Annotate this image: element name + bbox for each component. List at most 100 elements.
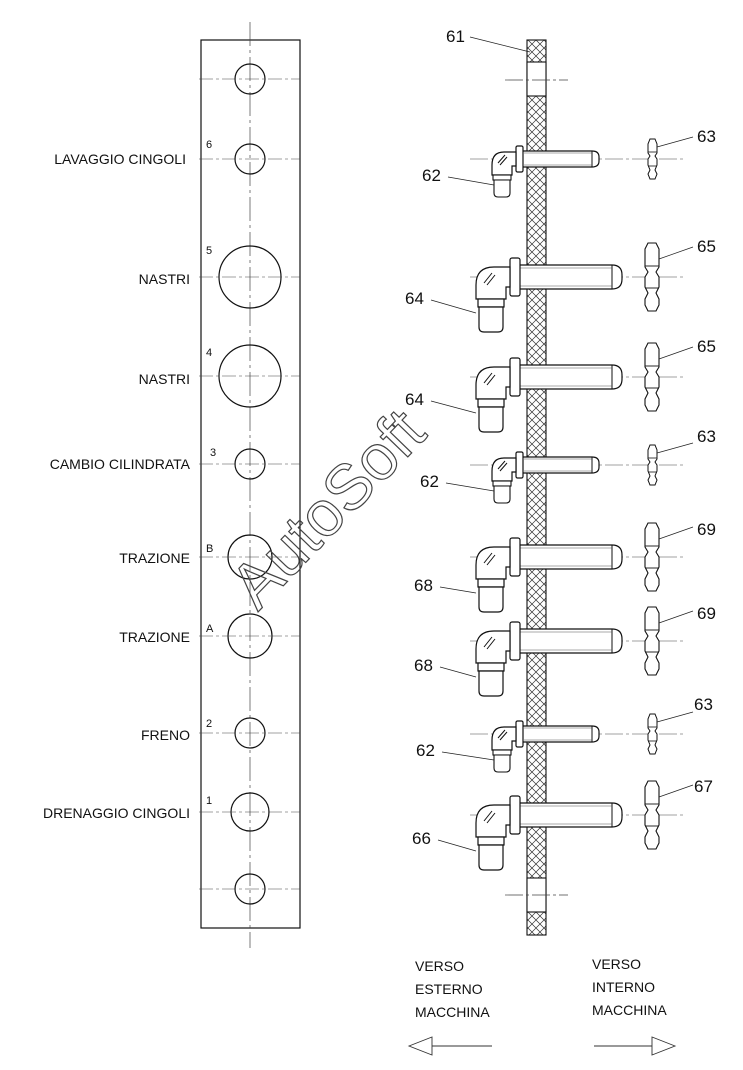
elbow-body (491, 726, 517, 751)
nut-leader (658, 784, 694, 798)
lock-nut (644, 606, 660, 676)
outlet-tube (493, 485, 511, 504)
hole-number: 2 (206, 718, 212, 730)
fitting-leader (430, 299, 477, 314)
elbow-body (491, 457, 517, 482)
fitting-thread (520, 456, 600, 474)
fitting-thread (520, 150, 600, 168)
fitting-thread (516, 628, 623, 654)
fitting-ref: 68 (414, 576, 433, 595)
outlet-ring (477, 662, 505, 672)
lock-nut (647, 444, 658, 486)
outlet-ring (492, 749, 512, 756)
outlet-tube (493, 754, 511, 773)
fitting-ref: 62 (422, 166, 441, 185)
elbow-body (475, 546, 511, 580)
hole-number: 1 (206, 795, 212, 807)
fitting-collar (515, 720, 524, 748)
hole-number: B (206, 543, 213, 555)
elbow-body (475, 266, 511, 300)
hole-number: 3 (210, 447, 216, 459)
outlet-tube (478, 306, 504, 333)
nut-leader (658, 246, 694, 260)
lock-nut (644, 780, 660, 850)
elbow-fitting (439, 522, 694, 613)
fitting-leader (430, 400, 477, 414)
nut-leader (656, 711, 694, 723)
elbow-hex-detail (497, 460, 508, 472)
elbow-fitting (430, 242, 694, 333)
outlet-tube (493, 179, 511, 198)
direction-inside-line1: VERSO (592, 956, 641, 972)
elbow-fitting (437, 780, 694, 871)
elbow-hex-detail (483, 636, 496, 650)
nut-leader (656, 442, 694, 454)
fitting-collar (515, 451, 524, 479)
fitting-ref: 62 (420, 472, 439, 491)
elbow-body (475, 630, 511, 664)
arrow-right-icon (594, 1036, 677, 1056)
hole-number: 5 (206, 245, 212, 257)
outlet-tube (478, 586, 504, 613)
fitting-ref: 64 (405, 289, 424, 308)
fitting-ref: 68 (414, 656, 433, 675)
hole-number: A (206, 623, 214, 635)
outlet-ring (477, 578, 505, 588)
fitting-leader (445, 482, 495, 492)
hole-label: TRAZIONE (119, 629, 190, 645)
fitting-ref: 64 (405, 390, 424, 409)
elbow-fitting (441, 711, 694, 773)
fitting-thread (516, 364, 623, 390)
outlet-ring (477, 836, 505, 846)
fitting-leader (439, 586, 477, 594)
direction-outside-line2: ESTERNO (415, 981, 483, 997)
elbow-fitting (439, 606, 694, 697)
hole-number: 4 (206, 347, 212, 359)
nut-leader (658, 526, 694, 540)
elbow-fitting (447, 136, 694, 198)
nut-leader (658, 346, 694, 360)
fitting-ref: 62 (416, 741, 435, 760)
nut-ref: 65 (697, 337, 716, 356)
hole-number: 6 (206, 139, 212, 151)
nut-ref: 63 (694, 695, 713, 714)
elbow-body (475, 804, 511, 838)
elbow-body (475, 366, 511, 400)
mounting-hole-gap (526, 61, 547, 97)
hole-label: FRENO (141, 727, 190, 743)
fitting-collar (509, 795, 521, 835)
nut-ref: 65 (697, 237, 716, 256)
outlet-ring (492, 174, 512, 181)
elbow-hex-detail (483, 810, 496, 824)
direction-outside: VERSO ESTERNO MACCHINA (407, 958, 492, 1056)
outlet-tube (478, 406, 504, 433)
outlet-ring (477, 298, 505, 308)
fitting-thread (516, 802, 623, 828)
fitting-collar (515, 145, 524, 173)
plate-outline (200, 39, 301, 929)
direction-outside-line1: VERSO (415, 958, 464, 974)
elbow-hex-detail (483, 552, 496, 566)
outlet-tube (478, 844, 504, 871)
elbow-hex-detail (497, 154, 508, 166)
elbow-body (491, 151, 517, 176)
nut-ref: 63 (697, 427, 716, 446)
fittings (430, 136, 694, 871)
fitting-thread (516, 544, 623, 570)
fitting-collar (509, 621, 521, 661)
arrow-left-icon (407, 1036, 492, 1056)
lock-nut (644, 242, 660, 312)
lock-nut (644, 342, 660, 412)
hole-label: NASTRI (139, 371, 190, 387)
direction-inside: VERSO INTERNO MACCHINA (592, 956, 677, 1056)
hole-label: DRENAGGIO CINGOLI (43, 805, 190, 821)
lock-nut (644, 522, 660, 592)
nut-ref: 69 (697, 604, 716, 623)
outlet-ring (477, 398, 505, 408)
plate-section (526, 39, 547, 936)
hole-label: LAVAGGIO CINGOLI (54, 151, 186, 167)
direction-inside-line2: INTERNO (592, 979, 655, 995)
fitting-thread (520, 725, 600, 743)
hole-label: TRAZIONE (119, 550, 190, 566)
